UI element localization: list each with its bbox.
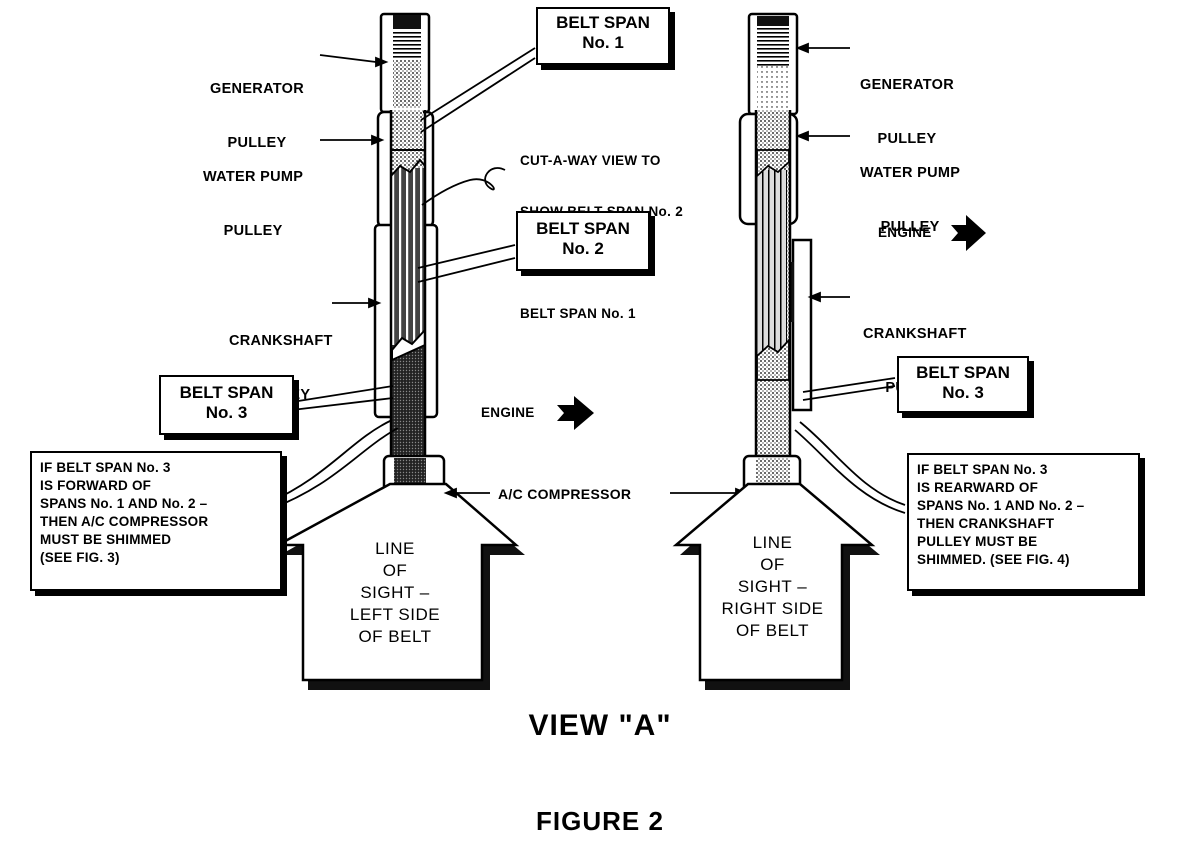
right-leader-lines <box>794 42 906 514</box>
figure-title: FIGURE 2 <box>536 806 664 836</box>
right-generator-pulley-label: GENERATOR PULLEY <box>860 77 955 147</box>
left-belt-assembly <box>373 12 446 506</box>
left-shim-note: IF BELT SPAN No. 3 IS FORWARD OF SPANS N… <box>30 451 282 591</box>
left-water-pump-pulley-label: WATER PUMP PULLEY <box>203 169 304 239</box>
left-generator-pulley-label: GENERATOR PULLEY <box>210 81 305 151</box>
right-belt-span-2-ribs <box>757 170 787 360</box>
right-belt-assembly <box>738 12 813 506</box>
right-belt-span-3-box: BELT SPAN No. 3 <box>897 356 1029 413</box>
left-line-of-sight-text: LINE OF SIGHT – LEFT SIDE OF BELT <box>349 539 441 646</box>
left-engine-arrow-icon <box>557 396 594 430</box>
left-belt-span-2-ribs <box>391 168 425 348</box>
left-engine-label: ENGINE <box>481 405 535 420</box>
right-shim-note: IF BELT SPAN No. 3 IS REARWARD OF SPANS … <box>907 453 1140 591</box>
view-title: VIEW "A" <box>528 709 672 742</box>
left-belt-span-1-box: BELT SPAN No. 1 <box>536 7 670 65</box>
right-line-of-sight-arrow <box>672 482 880 690</box>
right-water-pump-pulley-label: WATER PUMP PULLEY <box>860 165 961 235</box>
left-belt-span-3-box: BELT SPAN No. 3 <box>159 375 294 435</box>
ac-compressor-label: A/C COMPRESSOR <box>498 486 632 502</box>
right-engine-arrow-icon <box>951 215 986 251</box>
left-line-of-sight-arrow <box>277 482 525 690</box>
right-line-of-sight-text: LINE OF SIGHT – RIGHT SIDE OF BELT <box>721 533 824 640</box>
left-belt-span-2-box: BELT SPAN No. 2 <box>516 211 650 271</box>
right-engine-label: ENGINE <box>878 225 932 240</box>
left-leader-lines <box>267 47 749 511</box>
right-crankshaft-pulley <box>791 238 813 412</box>
